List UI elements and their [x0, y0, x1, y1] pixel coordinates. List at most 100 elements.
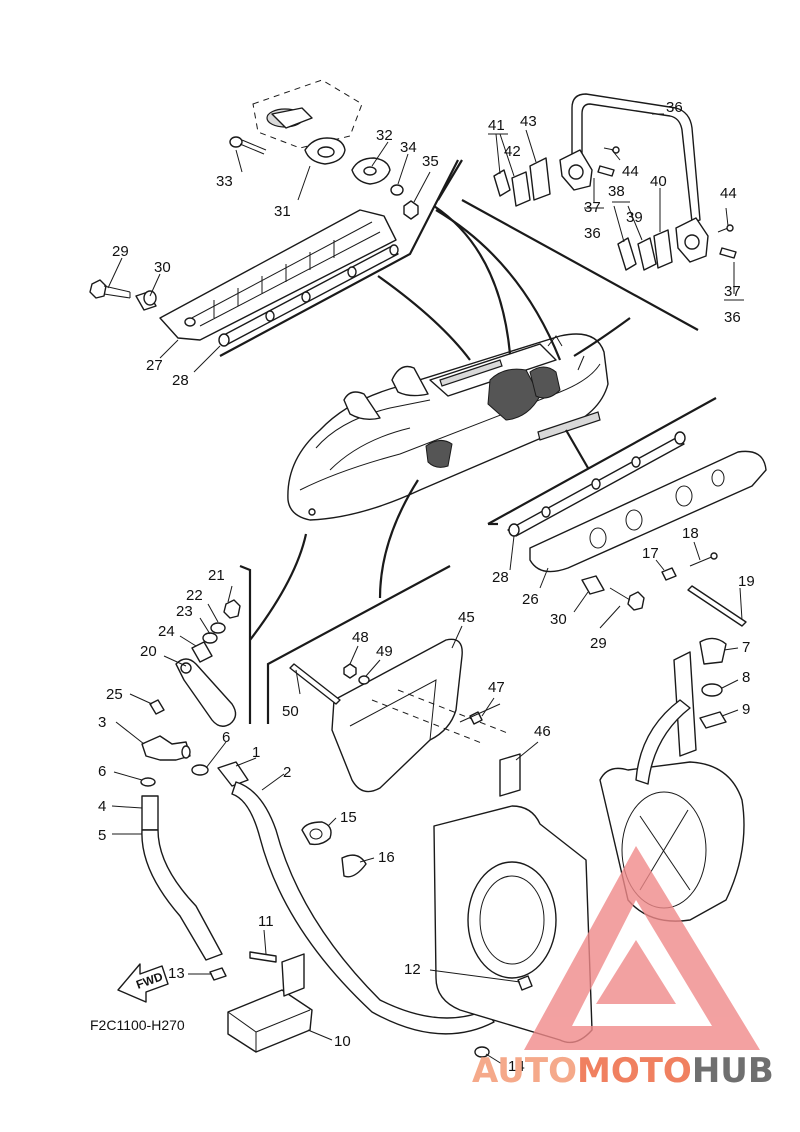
label-34: 34 [400, 139, 417, 156]
hoses-group [140, 735, 495, 1053]
collar-30 [135, 290, 157, 311]
label-42: 42 [504, 143, 521, 160]
hose-5 [141, 829, 223, 961]
label-20: 20 [140, 643, 157, 660]
label-27: 27 [146, 357, 163, 374]
clip-16 [341, 854, 367, 878]
bolt-33 [229, 136, 267, 155]
rod-curved [635, 699, 691, 785]
hook-20 [175, 658, 237, 727]
label-3: 3 [98, 714, 106, 731]
nut-48 [343, 663, 357, 679]
label-17: 17 [642, 545, 659, 562]
label-6b: 6 [98, 763, 106, 780]
label-37b: 37 [724, 283, 741, 300]
tie-19 [687, 585, 747, 627]
collar-30b [581, 575, 605, 595]
nut-12 [517, 975, 533, 991]
label-36c: 36 [724, 309, 741, 326]
label-15: 15 [340, 809, 357, 826]
label-48: 48 [352, 629, 369, 646]
watermark-inner-triangle-icon [596, 940, 676, 1004]
label-41: 41 [488, 117, 505, 134]
label-21: 21 [208, 567, 225, 584]
part-number-labels: 1 2 3 4 5 6 6 7 8 9 10 11 12 13 14 15 16… [98, 99, 755, 1075]
label-43: 43 [520, 113, 537, 130]
label-1: 1 [252, 744, 260, 761]
label-44b: 44 [720, 185, 737, 202]
nut-35 [403, 200, 419, 220]
label-39: 39 [626, 209, 643, 226]
label-8: 8 [742, 669, 750, 686]
label-6a: 6 [222, 729, 230, 746]
washer-34 [390, 184, 404, 196]
label-16: 16 [378, 849, 395, 866]
collar-24 [191, 641, 213, 663]
top-left-group [89, 79, 459, 357]
label-47: 47 [488, 679, 505, 696]
label-22: 22 [186, 587, 203, 604]
label-28b: 28 [492, 569, 509, 586]
label-29a: 29 [112, 243, 129, 260]
left-middle-group [149, 564, 252, 727]
diagram-code: F2C1100-H270 [90, 1017, 185, 1033]
seal-15 [301, 821, 332, 846]
label-7: 7 [742, 639, 750, 656]
label-36b: 36 [584, 225, 601, 242]
label-36a: 36 [666, 99, 683, 116]
label-37a: 37 [584, 199, 601, 216]
top-right-group [437, 93, 737, 331]
ring-8 [701, 683, 723, 697]
hose-4 [141, 795, 159, 831]
clip-9 [699, 711, 727, 729]
label-45: 45 [458, 609, 475, 626]
label-10: 10 [334, 1033, 351, 1050]
clip-13 [209, 967, 227, 981]
bolt-29b [627, 591, 645, 611]
hose-1 [217, 761, 249, 787]
watermark-text: AUTOMOTOHUB [472, 1051, 774, 1091]
pin-47 [469, 711, 483, 725]
label-23: 23 [176, 603, 193, 620]
cover-45-group [266, 565, 521, 797]
label-4: 4 [98, 798, 106, 815]
label-49: 49 [376, 643, 393, 660]
label-32: 32 [376, 127, 393, 144]
rail-on-hull-top [439, 359, 503, 387]
rail-27 [159, 209, 397, 341]
label-46: 46 [534, 723, 551, 740]
label-12: 12 [404, 961, 421, 978]
nut-21 [223, 599, 241, 619]
label-24: 24 [158, 623, 175, 640]
label-14: 14 [508, 1058, 525, 1075]
nut-14 [474, 1046, 490, 1058]
label-5: 5 [98, 827, 106, 844]
tie-50 [289, 663, 341, 705]
cover-45 [331, 638, 463, 793]
leader-lines [107, 113, 744, 1065]
label-44a: 44 [622, 163, 639, 180]
label-19: 19 [738, 573, 755, 590]
label-38: 38 [608, 183, 625, 200]
label-33: 33 [216, 173, 233, 190]
rail-26 [529, 450, 767, 573]
clip-17 [661, 567, 677, 581]
label-31: 31 [274, 203, 291, 220]
rail-on-hull-side [537, 411, 601, 441]
label-26: 26 [522, 591, 539, 608]
label-50: 50 [282, 703, 299, 720]
label-2: 2 [283, 764, 291, 781]
callout-arrows [249, 205, 631, 641]
watercraft-hull [287, 333, 609, 521]
label-9: 9 [742, 701, 750, 718]
bracket-46 [499, 753, 521, 797]
label-11: 11 [258, 913, 274, 930]
label-40: 40 [650, 173, 667, 190]
fitting-3 [141, 735, 191, 761]
label-18: 18 [682, 525, 699, 542]
label-29b: 29 [590, 635, 607, 652]
pin-11 [249, 951, 277, 963]
clamp-6b [140, 777, 156, 787]
label-25: 25 [106, 686, 123, 703]
clamp-6a [191, 764, 209, 776]
